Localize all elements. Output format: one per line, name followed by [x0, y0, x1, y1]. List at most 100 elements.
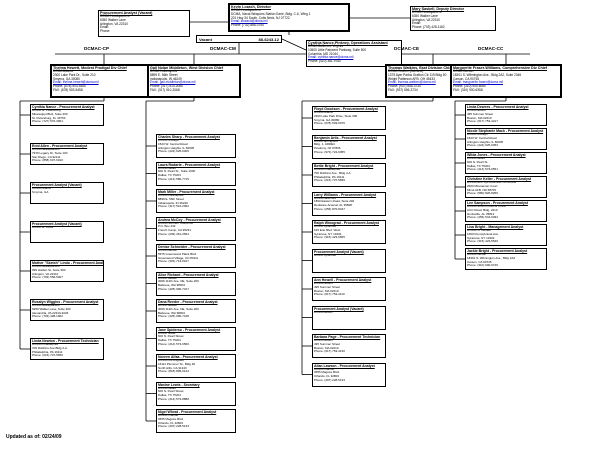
person-detail: DCMA Baltimore Virginia [308, 44, 344, 49]
person-detail: DCMA Boston [314, 309, 333, 314]
position-number: 88-6243-12 [258, 37, 279, 42]
person-detail: P.O. Box 232 [158, 224, 176, 229]
person-detail: Boston, MA 02210 [467, 115, 492, 120]
person-title: Maxine Lewis - Secretary [158, 382, 200, 387]
division-label-dcmac-cp: DCMAC-CP [84, 46, 110, 51]
person-detail: Phone: (317) 510-2062 [158, 204, 189, 209]
person-title: Ralph Winograd - Procurement Analyst [314, 221, 379, 225]
person-detail: DCMA Texas [158, 330, 176, 335]
person-title: Jane Spiderso - Procurement Analyst [158, 327, 221, 332]
person-detail: Orlando, FL 32803 [158, 420, 183, 425]
person-title: Mark Miller - Procurement Analyst [158, 190, 215, 194]
person-detail: 1375 Ayer Parkw Grafton Ctr 119 Bldg 50 [388, 72, 447, 77]
division-label-dcmac-cc: DCMAC-CC [478, 46, 504, 51]
person-detail: Philadelphia, PA 19111 [314, 174, 345, 179]
person-detail[interactable]: Email: gail.middleton@dcma.mil [150, 80, 196, 85]
person-detail: DCMA Headquarters [32, 303, 60, 308]
hq-procurement-analyst-box: Procurement Analyst (Vacant)DCMA Headqua… [98, 10, 190, 37]
person-detail: Phone: (209) 461-3564 [158, 231, 189, 236]
person-detail: North Hills, CA 91343 [158, 365, 187, 370]
person-detail: Phone: [100, 29, 111, 34]
person-detail: Phone: (224) 625-6353 [467, 143, 498, 148]
person-detail: DCMA Headquarters [412, 10, 442, 15]
person-detail: 3555 Maguire Blvd. [314, 370, 340, 375]
person-detail: 999 Holden St, Suite 300 [32, 267, 66, 272]
person-detail: Indianapolis, IN 46249 [150, 76, 182, 81]
person-title: Dana Reeder - Procurement Analyst [158, 300, 218, 304]
person-title: Cynthia Nance-Pinkney, Operations Assist… [308, 41, 388, 45]
person-detail[interactable]: Email: marguerite.fraser@dcma.mil [453, 80, 503, 85]
person-detail: 2300 Lake Park Dr., Suite 210 [53, 72, 96, 77]
person-detail: Phone: (425) 990-7317 [158, 286, 189, 291]
person-detail: Smyrna, GA 30080 [53, 76, 80, 81]
person-detail: Syracuse, NY 13202 [467, 235, 495, 240]
person-title: Procurement Analyst (Vacant) [100, 11, 153, 15]
person-detail: Phone: (224) 625-6306 [158, 149, 189, 154]
person-detail: 201 Hwy 34 South, Colts Neck, NJ 07722 [231, 15, 290, 20]
person-detail: 1523 W. Central Road [158, 141, 188, 146]
person-title: Enid Allen - Procurement Analyst [32, 144, 88, 148]
person-detail[interactable]: Email: cynthia.nance@dcma.mil [308, 55, 354, 60]
person-detail: 600 N. Pearl Street [158, 334, 184, 339]
person-detail: DCMA Los Angeles [158, 358, 184, 363]
person-detail: DCMA Denver [158, 248, 178, 253]
person-detail: Phone: (214) 573-8888 [158, 396, 189, 401]
person-title: Alice Richard - Procurement Analyst [158, 272, 219, 277]
person-detail: Phone: (407) 228-5133 [158, 424, 189, 429]
person-detail[interactable]: Email: thomas.watkins@dcma.mil [388, 80, 436, 85]
person-detail: DCMA Dallas [158, 165, 176, 170]
person-detail: DCMA Aero Sys Business Command [467, 180, 517, 185]
person-detail: Arlington Heights, IL 60005 [158, 145, 195, 150]
person-detail: 700 Robbins Ave Bldg 4-A [32, 345, 67, 350]
person-detail: Phone: (617) 753-4130 [314, 349, 345, 354]
person-detail: Phone: (973) 724-6055 [314, 149, 345, 154]
person-detail: Smyrna, GA 30080 [314, 117, 340, 122]
person-detail: Phone: (425) 990-7318 [158, 314, 189, 319]
person-detail: Phone: (732) 866-0754 [231, 23, 264, 28]
person-detail: 6350 Walker Lane, Suite 300 [32, 306, 71, 311]
person-detail: Picatinny, NJ 07806 [314, 146, 341, 151]
vacant-to-ops [281, 38, 307, 51]
staff-box: Nicole Stephanie Mack - Procurement Anal… [465, 128, 547, 150]
person-detail: Phone: (310) 900-6080 [453, 84, 486, 89]
person-detail: Syracuse, NY 13204 [314, 231, 342, 236]
person-detail: Phone: (678) 503-6076 [314, 121, 345, 126]
person-detail: Phone: (937) 656-3734 [388, 84, 421, 89]
person-detail: Alexandria, VA 22310-3226 [32, 310, 69, 315]
person-detail: Phone: (310) 900-6726 [467, 263, 498, 268]
person-detail: DCMA, Naval Weapons Station Earle, Bldg.… [231, 11, 311, 16]
person-detail: Phone: (256) 544-6394 [467, 215, 498, 220]
person-detail: 700 Robbins Ave., Bldg 4-A [314, 170, 351, 175]
person-detail: Bellevue, WA 98004 [158, 283, 185, 288]
person-detail: 615 Erie Blvd. West [314, 227, 341, 232]
person-detail: Smyrna, GA [32, 189, 49, 194]
person-title: Mother "Sketch" Lindo - Procurement Anal… [32, 261, 104, 265]
person-detail: DCMA Chicago [158, 138, 179, 143]
person-detail: 6350 Walker Lane [100, 17, 126, 22]
person-detail: Dallas, TX 75201 [158, 338, 181, 343]
person-title: Wilda Jones - Procurement Analyst [467, 153, 526, 157]
person-detail: Phone: (303) 713-0017 [158, 259, 189, 264]
person-detail: DCMA Boston [314, 281, 333, 286]
person-detail: DCMA Boston [314, 338, 333, 343]
person-detail: 2600 Minuteman Court [467, 183, 498, 188]
person-detail: Phone: (214) 573-6560 [158, 341, 189, 346]
person-detail: Minot AFB, ND 58705 [467, 187, 497, 192]
person-title: Linda Dewees - Procurement Analyst [467, 105, 529, 109]
person-detail[interactable]: Email: thelma.hewett@dcma.mil [53, 80, 99, 85]
person-detail: DCMA Syracuse [314, 224, 337, 229]
person-detail[interactable]: Email: klozach@dcma.mil [231, 19, 268, 24]
